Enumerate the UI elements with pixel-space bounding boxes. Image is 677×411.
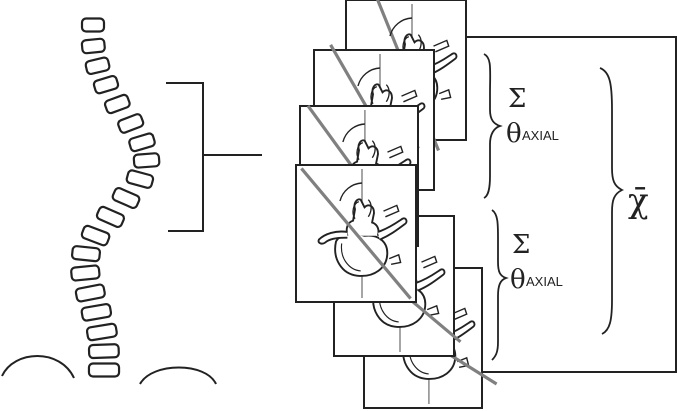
vertebra: [87, 343, 120, 360]
lower-theta-symbol: θ: [510, 265, 526, 295]
lower-sum-symbol: Σ: [512, 230, 530, 260]
rotation-angle-arc: [357, 67, 381, 87]
vertebra: [128, 132, 156, 153]
rotation-axis-line: [300, 167, 412, 300]
axial-slice-stack: [295, 0, 498, 409]
spine-region-bracket: [166, 82, 262, 232]
vertebra: [92, 74, 120, 95]
rotation-angle-arc: [342, 123, 365, 143]
vertebra: [80, 224, 111, 247]
upper-group-brace: [483, 53, 503, 199]
vertebra: [80, 302, 113, 322]
lower-axial-subscript: AXIAL: [526, 274, 563, 289]
vertebra: [74, 283, 106, 303]
upper-theta-symbol: θ: [506, 119, 522, 149]
vertebra: [125, 169, 155, 189]
vertebra: [87, 362, 121, 378]
vertebra: [70, 245, 102, 263]
lower-group-brace: [491, 209, 509, 361]
vertebra: [111, 186, 141, 210]
vertebra: [85, 322, 118, 342]
upper-axial-subscript: AXIAL: [522, 128, 559, 143]
vertebra: [95, 205, 126, 229]
upper-sum-symbol: Σ: [508, 84, 526, 114]
mean-brace: [599, 67, 625, 335]
vertebra: [84, 56, 111, 76]
vertebra: [70, 264, 101, 282]
vertebra: [132, 152, 161, 169]
rotation-angle-arc: [389, 17, 413, 37]
spine-column: [70, 17, 161, 378]
left-pelvis-arc: [1, 355, 75, 379]
vertebra: [80, 37, 106, 55]
right-pelvis-arc: [139, 366, 217, 385]
mean-outer-bracket: [466, 36, 677, 373]
vertebra: [117, 113, 145, 134]
mean-chi-symbol: χ̄: [628, 181, 649, 221]
vertebra: [80, 17, 106, 33]
vertebra: [103, 93, 131, 115]
rotation-angle-arc: [339, 182, 363, 202]
axial-slice-card: [295, 164, 417, 303]
